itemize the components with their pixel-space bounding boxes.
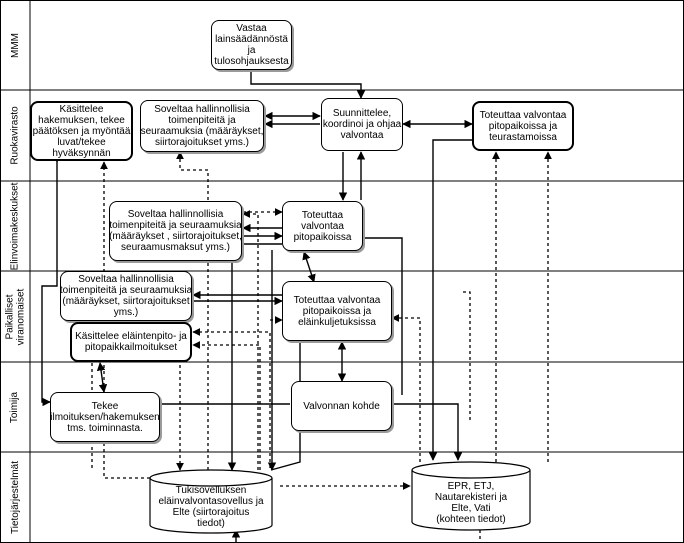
node-tukisovellukset: Tukisovelluksen eläinvalvontasovellus ja… <box>158 486 264 528</box>
node-epr-etj-nautarekisteri: EPR, ETJ, Nautarekisteri ja Elte, Vati (… <box>434 481 508 525</box>
cylinder-epr <box>411 461 531 531</box>
lane-label-ruokavirasto: Ruokavirasto <box>9 106 21 165</box>
lane-label-paikalliset-viranomaiset: Paikalliset viranomaiset <box>4 288 27 345</box>
lane-label-tietojarjestelmat: Tietojärjestelmät <box>9 461 21 534</box>
lane-label-toimija: Toimija <box>9 391 21 423</box>
node-vastaa-lainsaadannosta: Vastaa lainsäädännöstä ja tulosohjaukses… <box>211 20 292 70</box>
node-soveltaa-paikalliset: Soveltaa hallinnollisia toimenpiteitä ja… <box>60 271 192 321</box>
node-toteuttaa-valvontaa-elinvoimakeskukset: Toteuttaa valvontaa pitopaikoissa <box>282 201 363 251</box>
node-toteuttaa-valvontaa-elainkuljetuksissa: Toteuttaa valvontaa pitopaikoissa ja elä… <box>282 281 392 341</box>
node-soveltaa-elinvoimakeskukset: Soveltaa hallinnollisia toimenpiteitä ja… <box>109 201 242 261</box>
node-kasittelee-ilmoitukset: Käsittelee eläintenpito- ja pitopaikkail… <box>70 322 192 362</box>
node-toteuttaa-valvontaa-teurastamoissa: Toteuttaa valvontaa pitopaikoissa ja teu… <box>472 101 574 151</box>
node-kasittelee-hakemuksen: Käsittelee hakemuksen, tekee päätöksen j… <box>30 101 133 161</box>
node-suunnittelee-koordinoi: Suunnittelee, koordinoi ja ohjaa valvont… <box>321 98 403 151</box>
node-tekee-ilmoituksen: Tekee ilmoituksen/hakemuksen tms. toimin… <box>50 392 160 442</box>
lane-label-mmm: MMM <box>9 32 21 58</box>
lane-label-elinvoimakeskukset: Elinvoimakeskukset <box>9 182 21 270</box>
node-soveltaa-ruokavirasto: Soveltaa hallinnollisia toimenpiteitä ja… <box>140 100 264 152</box>
node-valvonnan-kohde: Valvonnan kohde <box>291 381 392 431</box>
cylinder-tukisovellukset <box>149 469 273 534</box>
